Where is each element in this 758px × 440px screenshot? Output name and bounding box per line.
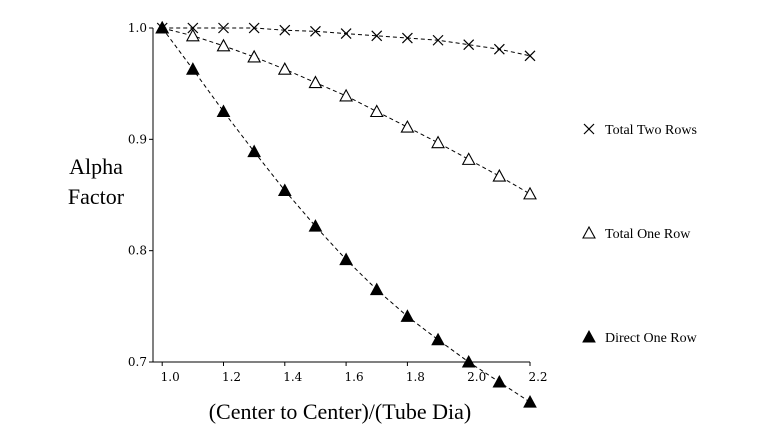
data-point-total-two-rows: [371, 30, 383, 42]
y-axis-label-line1: Alpha: [69, 154, 123, 179]
x-tick-label: 1.8: [406, 370, 425, 384]
data-point-direct-one-row: [461, 354, 476, 368]
data-point-direct-one-row: [247, 144, 261, 158]
data-point-direct-one-row: [339, 252, 353, 266]
data-point-total-two-rows: [340, 28, 352, 39]
data-point-total-one-row: [185, 28, 200, 42]
data-point-total-one-row: [308, 75, 323, 89]
data-point-total-two-rows: [401, 32, 413, 44]
y-tick-label: 1.0: [128, 21, 147, 35]
y-tick-label: 0.9: [128, 132, 147, 146]
series-lines: [161, 27, 531, 403]
series-markers: [155, 20, 537, 408]
data-point-direct-one-row: [308, 219, 323, 232]
x-axis-label: (Center to Center)/(Tube Dia): [209, 399, 472, 424]
x-tick-label: 1.2: [222, 370, 241, 384]
data-point-total-one-row: [431, 135, 445, 149]
data-point-total-one-row: [339, 88, 354, 102]
x-tick-label: 1.6: [345, 370, 364, 384]
x-tick-label: 1.0: [161, 370, 180, 384]
legend-label-direct-one-row: Direct One Row: [605, 331, 698, 346]
data-point-total-two-rows: [279, 24, 291, 36]
tick-labels: 1.0 0.9 0.8 0.7 1.0 1.2 1.4 1.6 1.8 2.0 2.2: [128, 21, 548, 384]
data-point-direct-one-row: [369, 282, 384, 296]
data-point-direct-one-row: [492, 374, 507, 388]
x-tick-label: 2.2: [528, 370, 547, 384]
x-tick-label: 1.4: [283, 370, 302, 384]
y-tick-label: 0.8: [128, 244, 147, 258]
data-point-total-two-rows: [218, 22, 229, 34]
series-line-direct-one-row: [161, 27, 531, 403]
data-point-total-one-row: [523, 186, 537, 200]
data-point-total-two-rows: [432, 34, 444, 46]
legend-label-total-two-rows: Total Two Rows: [605, 123, 697, 138]
x-tick-label: 2.0: [467, 370, 486, 384]
axes: [149, 27, 531, 366]
data-point-direct-one-row: [216, 104, 231, 117]
y-axis-label-line2: Factor: [68, 184, 125, 209]
data-point-total-two-rows: [524, 50, 536, 62]
data-point-direct-one-row: [431, 332, 445, 346]
data-point-total-one-row: [369, 104, 384, 118]
data-point-direct-one-row: [155, 20, 170, 34]
data-point-total-one-row: [492, 168, 507, 182]
data-point-total-one-row: [461, 152, 476, 165]
data-point-total-one-row: [277, 62, 292, 75]
data-point-total-one-row: [216, 38, 231, 52]
legend-marker-direct-one-row: [582, 329, 596, 343]
data-point-total-one-row: [247, 49, 262, 63]
data-point-direct-one-row: [400, 309, 415, 322]
data-point-direct-one-row: [186, 62, 200, 75]
data-point-total-two-rows: [187, 22, 199, 34]
legend-marker-total-two-rows: [583, 123, 595, 135]
legend-marker-total-one-row: [582, 225, 596, 239]
y-tick-label: 0.7: [128, 355, 147, 369]
legend-label-total-one-row: Total One Row: [605, 227, 691, 242]
data-point-total-two-rows: [493, 43, 505, 55]
series-line-total-one-row: [162, 27, 531, 195]
data-point-total-one-row: [400, 119, 415, 133]
data-point-total-two-rows: [463, 39, 475, 51]
data-point-direct-one-row: [277, 183, 292, 197]
data-point-total-two-rows: [248, 22, 260, 34]
data-point-total-two-rows: [310, 25, 321, 37]
data-point-direct-one-row: [523, 395, 537, 408]
series-line-total-two-rows: [162, 27, 531, 57]
